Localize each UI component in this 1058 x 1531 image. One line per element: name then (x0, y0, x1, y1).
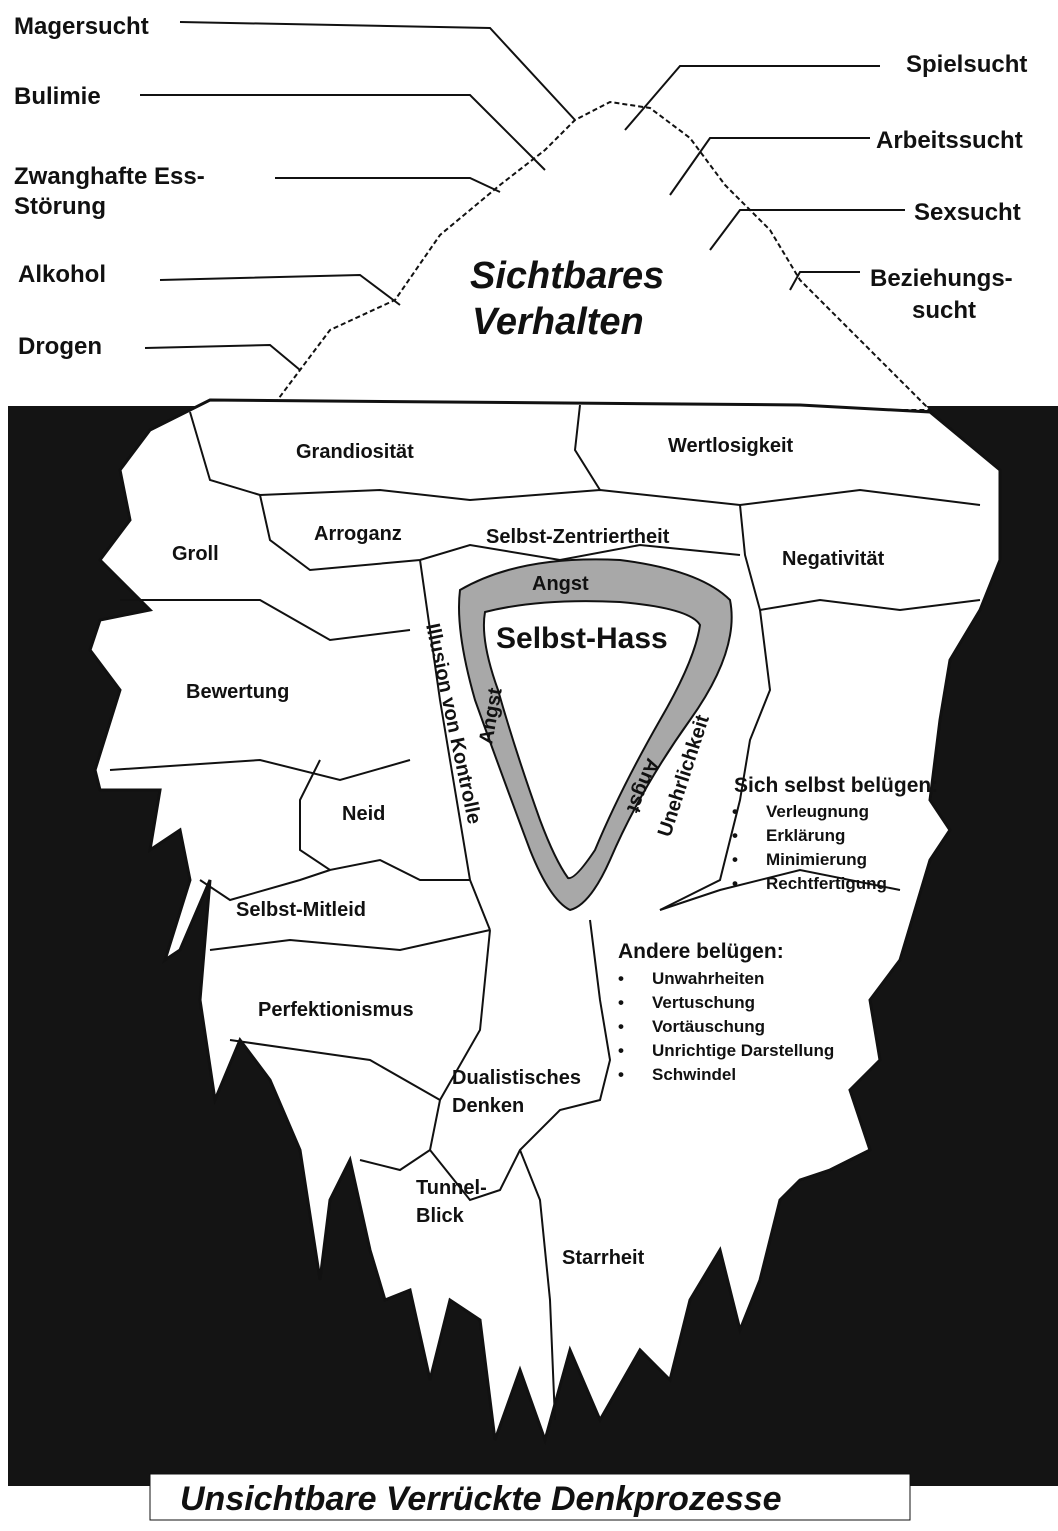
list-bullet: • (732, 850, 738, 869)
area-perfektionismus: Perfektionismus (258, 999, 414, 1021)
list-sich-selbst-item: Rechtfertigung (766, 874, 887, 893)
label-bulimie: Bulimie (14, 83, 101, 110)
label-zwanghafte-1: Zwanghafte Ess- (14, 163, 205, 190)
area-tunnel-2: Blick (416, 1205, 465, 1227)
area-bewertung: Bewertung (186, 681, 289, 703)
tip-title-line2: Verhalten (472, 301, 644, 343)
list-bullet: • (732, 826, 738, 845)
list-andere-item: Vortäuschung (652, 1017, 765, 1036)
list-andere-item: Unrichtige Darstellung (652, 1041, 834, 1060)
label-beziehungs-1: Beziehungs- (870, 265, 1013, 292)
area-arroganz: Arroganz (314, 523, 402, 545)
label-beziehungs-2: sucht (912, 297, 976, 324)
area-grandiositaet: Grandiosität (296, 441, 414, 463)
list-sich-selbst-item: Erklärung (766, 826, 845, 845)
area-dualistisch-2: Denken (452, 1095, 524, 1117)
list-bullet: • (618, 969, 624, 988)
area-wertlosigkeit: Wertlosigkeit (668, 435, 794, 457)
area-angst-top: Angst (532, 573, 589, 595)
area-negativitaet: Negativität (782, 548, 885, 570)
area-selbst-zentriertheit: Selbst-Zentriertheit (486, 526, 670, 548)
list-sich-selbst-title: Sich selbst belügen: (734, 774, 938, 797)
list-bullet: • (618, 1041, 624, 1060)
area-dualistisch-1: Dualistisches (452, 1067, 581, 1089)
area-neid: Neid (342, 803, 385, 825)
list-bullet: • (732, 874, 738, 893)
list-andere-item: Schwindel (652, 1065, 736, 1084)
list-sich-selbst-item: Verleugnung (766, 802, 869, 821)
bottom-title: Unsichtbare Verrückte Denkprozesse (180, 1480, 782, 1518)
label-sexsucht: Sexsucht (914, 199, 1021, 226)
list-andere-title: Andere belügen: (618, 940, 784, 963)
area-tunnel-1: Tunnel- (416, 1177, 487, 1199)
area-selbst-mitleid: Selbst-Mitleid (236, 899, 366, 921)
label-spielsucht: Spielsucht (906, 51, 1027, 78)
area-groll: Groll (172, 543, 219, 565)
list-bullet: • (618, 993, 624, 1012)
list-bullet: • (618, 1065, 624, 1084)
label-alkohol: Alkohol (18, 261, 106, 288)
label-magersucht: Magersucht (14, 13, 149, 40)
list-andere-item: Vertuschung (652, 993, 755, 1012)
label-drogen: Drogen (18, 333, 102, 360)
label-zwanghafte-2: Störung (14, 193, 106, 220)
area-starrheit: Starrheit (562, 1247, 645, 1269)
list-andere-item: Unwahrheiten (652, 969, 764, 988)
tip-title-line1: Sichtbares (470, 255, 664, 297)
list-bullet: • (732, 802, 738, 821)
list-bullet: • (618, 1017, 624, 1036)
list-sich-selbst-item: Minimierung (766, 850, 867, 869)
area-selbst-hass: Selbst-Hass (496, 622, 668, 655)
label-arbeitssucht: Arbeitssucht (876, 127, 1023, 154)
